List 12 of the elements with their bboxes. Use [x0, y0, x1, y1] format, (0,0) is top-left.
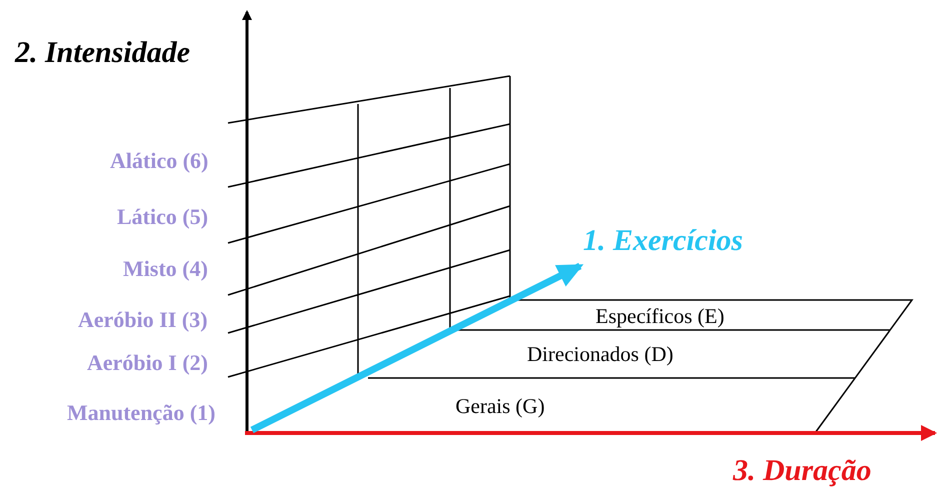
- category-label: Específicos (E): [596, 306, 724, 327]
- intensity-level-label: Manutenção (1): [67, 402, 216, 424]
- axis-title: 1. Exercícios: [583, 226, 743, 256]
- axis-title: 3. Duração: [733, 456, 872, 486]
- category-label: Direcionados (D): [527, 344, 674, 365]
- category-label: Gerais (G): [456, 396, 545, 417]
- axis-title: 2. Intensidade: [15, 38, 190, 68]
- intensity-level-label: Misto (4): [123, 258, 208, 280]
- intensity-level-label: Alático (6): [110, 150, 208, 172]
- intensity-level-label: Aeróbio I (2): [87, 352, 208, 374]
- intensity-level-label: Lático (5): [117, 206, 208, 228]
- intensity-level-label: Aeróbio II (3): [78, 309, 208, 331]
